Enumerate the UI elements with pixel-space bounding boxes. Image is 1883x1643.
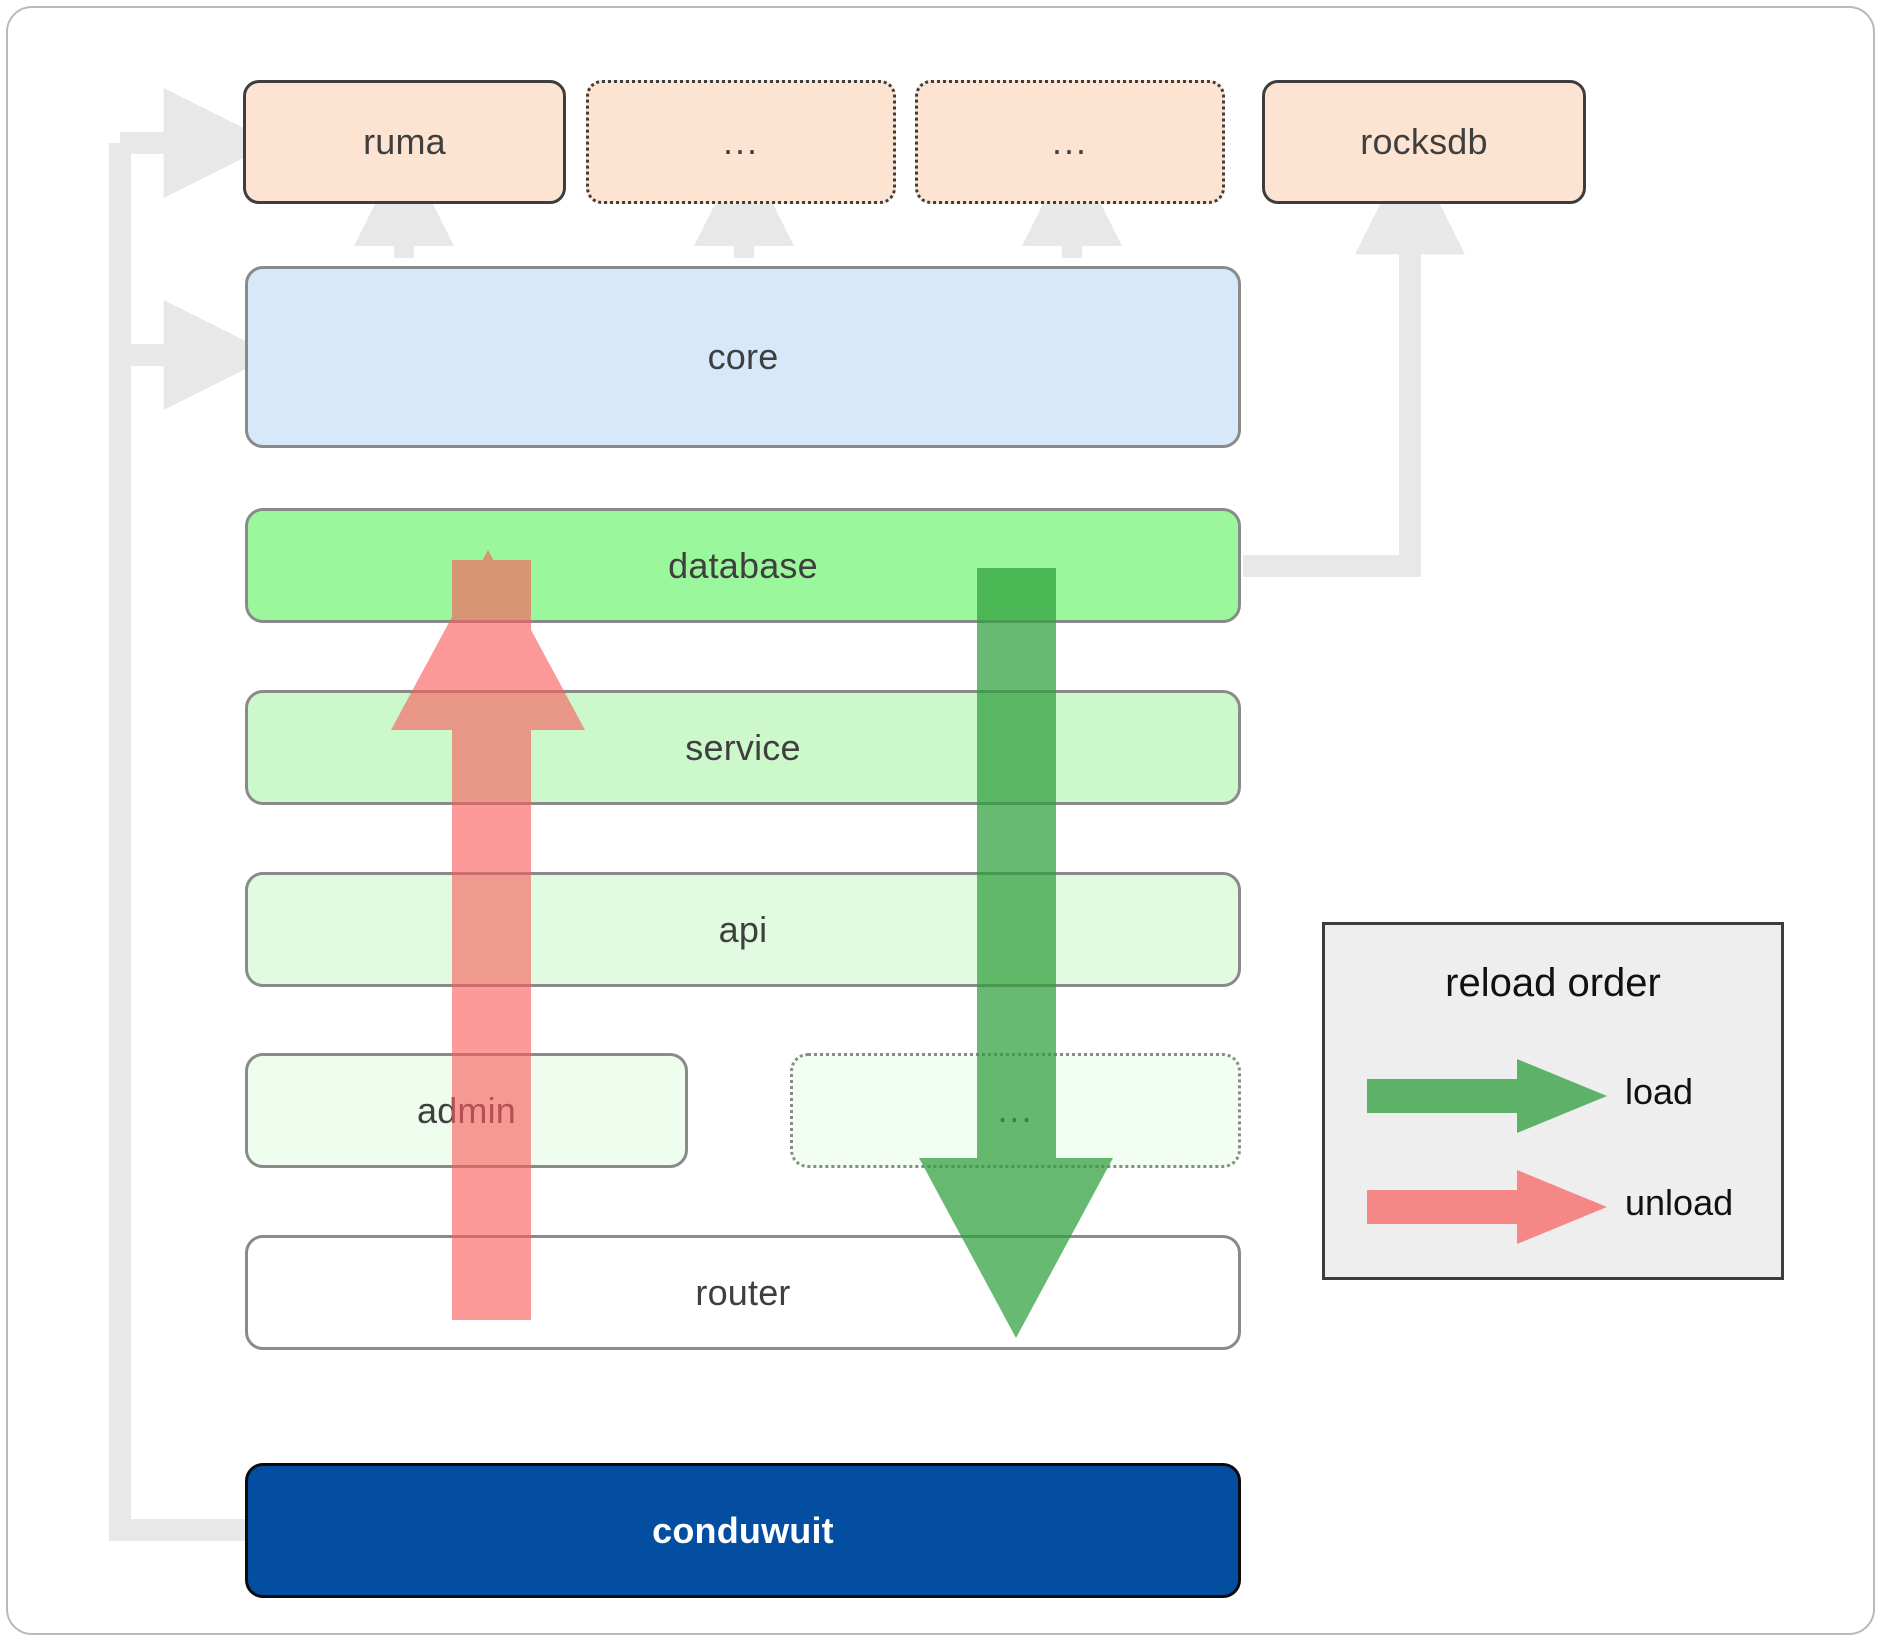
- legend-label-load: load: [1625, 1071, 1694, 1112]
- stack-node-api[interactable]: api: [245, 872, 1241, 987]
- dependency-node-ruma[interactable]: ruma: [243, 80, 566, 204]
- stack-label-placeholder: ...: [997, 1089, 1034, 1131]
- dependency-label-rocksdb: rocksdb: [1360, 121, 1488, 162]
- dependency-node-rocksdb[interactable]: rocksdb: [1262, 80, 1586, 204]
- legend-row-load: load: [1325, 1051, 1781, 1141]
- dependency-label-placeholder-2: ...: [1051, 120, 1088, 162]
- dependency-node-placeholder-1[interactable]: ...: [586, 80, 896, 204]
- stack-label-router: router: [695, 1271, 791, 1313]
- dependency-label-ruma: ruma: [363, 121, 446, 162]
- legend-row-unload: unload: [1325, 1162, 1781, 1252]
- unload-legend-icon: [1367, 1170, 1607, 1244]
- application-label-conduwuit: conduwuit: [652, 1509, 834, 1551]
- dependency-label-placeholder-1: ...: [722, 120, 759, 162]
- stack-label-core: core: [707, 336, 779, 377]
- stack-node-admin[interactable]: admin: [245, 1053, 688, 1168]
- stack-label-service: service: [685, 726, 801, 768]
- stack-node-core[interactable]: core: [245, 266, 1241, 448]
- stack-label-api: api: [718, 908, 768, 950]
- diagram-frame: [6, 6, 1875, 1635]
- stack-node-router[interactable]: router: [245, 1235, 1241, 1350]
- load-legend-icon: [1367, 1059, 1607, 1133]
- legend-panel: reload order load unload: [1322, 922, 1784, 1280]
- stack-label-database: database: [668, 544, 818, 586]
- legend-label-unload: unload: [1625, 1182, 1734, 1223]
- stack-node-service[interactable]: service: [245, 690, 1241, 805]
- legend-title: reload order: [1445, 961, 1661, 1005]
- application-node-conduwuit[interactable]: conduwuit: [245, 1463, 1241, 1598]
- dependency-node-placeholder-2[interactable]: ...: [915, 80, 1225, 204]
- stack-label-admin: admin: [416, 1089, 517, 1131]
- stack-node-placeholder[interactable]: ...: [790, 1053, 1241, 1168]
- stack-node-database[interactable]: database: [245, 508, 1241, 623]
